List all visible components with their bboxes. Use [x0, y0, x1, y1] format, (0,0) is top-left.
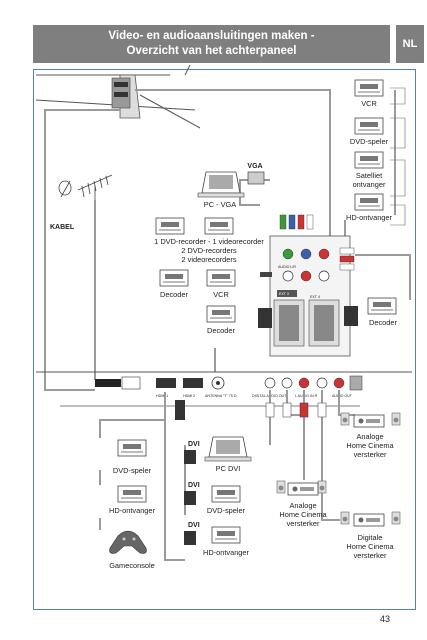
- decoder-mid-label: Decoder: [207, 326, 235, 335]
- dvd-dvi-device: [211, 485, 241, 503]
- tv-corner: [35, 64, 201, 129]
- page-number: 43: [380, 614, 391, 624]
- analog-a-label-2: Home Cinema: [346, 441, 394, 450]
- recorder-device-1: [155, 217, 185, 235]
- pc-vga-device: [197, 171, 245, 198]
- dvd-top-device: [354, 117, 384, 135]
- dvi-connector-3: [184, 531, 196, 545]
- dvi-label-2: DVI: [188, 482, 200, 489]
- cable-lines: [44, 89, 411, 391]
- hd-bottom-left-label: HD-ontvanger: [109, 506, 156, 515]
- dvi-label-1: DVI: [188, 441, 200, 448]
- dvd-bottom-label: DVD-speler: [113, 466, 152, 475]
- vcr-top-device: [354, 79, 384, 97]
- vga-connector: [247, 171, 265, 185]
- ext4-label: EXT 4: [310, 295, 320, 299]
- recorder-label-1: 1 DVD-recorder - 1 videorecorder: [154, 237, 264, 246]
- gameconsole-icon: [109, 530, 147, 554]
- component-plugs: [258, 214, 358, 328]
- recorder-label-3: 2 videorecorders: [181, 255, 236, 264]
- audio-lr-label: AUDIO L/R: [278, 265, 296, 269]
- hd-dvi-device: [211, 526, 241, 544]
- hd-dvi-label: HD-ontvanger: [203, 548, 250, 557]
- decoder-mid-device: [206, 305, 236, 323]
- sat-label-2: ontvanger: [353, 180, 386, 189]
- digital-amp-device: [340, 511, 401, 527]
- analog-a-label-1: Analoge: [356, 432, 383, 441]
- hd-top-label: HD-ontvanger: [346, 213, 393, 222]
- satellite-receiver-device: [354, 151, 384, 169]
- analog-b-label-1: Analoge: [289, 501, 316, 510]
- header-title-line-1: Video- en audioaansluitingen maken -: [108, 30, 315, 42]
- hd-receiver-top-device: [354, 193, 384, 211]
- recorder-device-2: [204, 217, 234, 235]
- decoder-left-label: Decoder: [160, 290, 188, 299]
- antenna-label: ANTENNA "T" 75 Ω: [205, 394, 237, 398]
- page-header: Video- en audioaansluitingen maken - Ove…: [33, 25, 390, 63]
- vcr-top-label: VCR: [361, 99, 377, 108]
- vga-label: VGA: [247, 163, 262, 170]
- sat-label-1: Satelliet: [356, 171, 382, 180]
- dvd-dvi-label: DVD-speler: [207, 506, 246, 515]
- audio-out-label: AUDIO OUT: [332, 394, 353, 398]
- hd-bottom-left-device: [117, 485, 147, 503]
- analog-b-label-3: versterker: [287, 519, 320, 528]
- dvd-top-label: DVD-speler: [350, 137, 389, 146]
- digital-label-2: Home Cinema: [346, 542, 394, 551]
- dvi-connector-1: [184, 450, 196, 464]
- digital-label-1: Digitale: [358, 533, 383, 542]
- analog-a-label-3: versterker: [354, 450, 387, 459]
- ext3-label: EXT 3: [279, 292, 289, 296]
- decoder-right-device: [367, 297, 397, 315]
- dvi-connector-2: [184, 491, 196, 505]
- digital-label-3: versterker: [354, 551, 387, 560]
- vcr-mid-label: VCR: [213, 290, 229, 299]
- hdmi-plug: [175, 400, 185, 420]
- pc-vga-label: PC - VGA: [204, 200, 237, 209]
- recorder-label-2: 2 DVD-recorders: [181, 246, 237, 255]
- header-title-line-2: Overzicht van het achterpaneel: [126, 45, 297, 57]
- diagram-frame: [33, 69, 416, 610]
- pc-dvi-device: [204, 436, 252, 462]
- analog-b-label-2: Home Cinema: [279, 510, 327, 519]
- dvi-label-3: DVI: [188, 522, 200, 529]
- dvd-bottom-device: [117, 439, 147, 457]
- decoder-right-label: Decoder: [369, 318, 397, 327]
- decoder-left-device: [159, 269, 189, 287]
- language-badge: NL: [396, 25, 424, 63]
- pc-dvi-label: PC DVI: [216, 464, 241, 473]
- hdmi2-label: HDMI 2: [183, 394, 195, 398]
- antenna-icon: [58, 174, 113, 200]
- analog-amp-b-device: [276, 480, 327, 496]
- hdmi1-label: HDMI 1: [156, 394, 168, 398]
- gameconsole-label: Gameconsole: [109, 561, 155, 570]
- side-connector-panel: AUDIO L/R EXT 3 EXT 4: [269, 235, 351, 357]
- kabel-label: KABEL: [50, 224, 75, 231]
- audio-in-label: L AUDIO IN R: [295, 394, 318, 398]
- vcr-mid-device: [206, 269, 236, 287]
